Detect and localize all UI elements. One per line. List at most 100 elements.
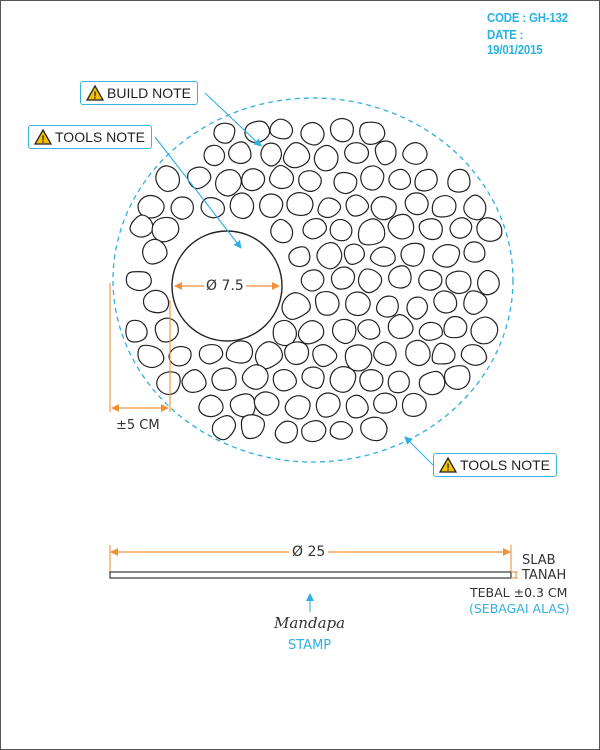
pebble [302, 217, 328, 240]
pebble [343, 243, 366, 265]
pebble [329, 218, 353, 242]
pebble [418, 218, 443, 241]
warning-icon: ! [34, 129, 52, 145]
pebble [181, 369, 207, 394]
pebble [225, 340, 254, 364]
pebble [443, 365, 471, 390]
warning-icon: ! [439, 457, 457, 473]
pebble [359, 369, 384, 392]
svg-text:!: ! [446, 463, 449, 474]
pebble [301, 420, 327, 443]
pebble [388, 168, 412, 191]
pebble [260, 142, 283, 167]
pebble [476, 217, 503, 242]
pebble [449, 217, 473, 239]
pebble [373, 392, 398, 414]
tools-note-top-leader [154, 136, 242, 249]
pebble [229, 192, 255, 220]
slab-diameter-label: Ø 25 [289, 544, 329, 560]
pebble [400, 242, 425, 267]
pebble [404, 192, 429, 216]
pebble [211, 415, 237, 441]
pebble [229, 393, 256, 418]
pebble [460, 344, 488, 366]
pebble [272, 368, 298, 392]
edge-offset-label: ±5 CM [116, 418, 160, 433]
pebble [187, 166, 212, 190]
pebble [344, 142, 370, 164]
pebble [156, 371, 181, 396]
pebble [329, 420, 354, 440]
pebble [447, 168, 471, 193]
pebble [129, 214, 154, 238]
pebble [314, 290, 340, 316]
tools-note-bottom[interactable]: ! TOOLS NOTE [433, 453, 557, 477]
pebble [244, 120, 271, 144]
pebble [331, 318, 357, 345]
build-note-label: BUILD NOTE [107, 85, 192, 101]
pebble [418, 321, 444, 341]
pebble [281, 292, 311, 321]
pebble [155, 165, 181, 193]
pebble [137, 194, 165, 219]
slab-label: SLAB [522, 553, 556, 568]
pebble [476, 269, 500, 296]
pebble [272, 319, 298, 347]
pebble [357, 218, 386, 246]
tools-note-bottom-label: TOOLS NOTE [460, 457, 550, 473]
svg-text:!: ! [93, 91, 96, 102]
pebble [125, 319, 148, 343]
pebble [203, 144, 226, 167]
pebble [282, 142, 311, 169]
pebble [443, 315, 468, 339]
mandapa-logo: Mandapa [274, 614, 346, 632]
pebble [369, 246, 396, 267]
pebble [211, 367, 237, 392]
build-note[interactable]: ! BUILD NOTE [80, 81, 199, 105]
pebble [313, 144, 339, 172]
pebble [297, 320, 325, 345]
pebble [214, 168, 242, 197]
pebble [253, 391, 280, 416]
pebble [301, 366, 325, 389]
pebble [198, 394, 224, 418]
pebble [137, 344, 165, 369]
pebble [316, 242, 343, 270]
pebble [387, 265, 412, 289]
svg-text:!: ! [41, 135, 44, 146]
pebble [228, 141, 252, 165]
thickness-label: TEBAL ±0.3 CM [470, 585, 568, 600]
pebble [418, 269, 443, 291]
code-label: CODE : GH-132 [487, 10, 568, 25]
pebble [284, 395, 311, 420]
pebble [200, 196, 226, 219]
pebble [463, 290, 488, 315]
pebble [288, 246, 311, 268]
pebble [470, 316, 499, 345]
warning-icon: ! [86, 85, 104, 101]
slab-rect [109, 571, 512, 579]
tools-note-top[interactable]: ! TOOLS NOTE [28, 125, 152, 149]
pebble [170, 196, 194, 220]
pebble [333, 171, 358, 195]
pebble [268, 164, 295, 190]
pebble [414, 168, 438, 192]
pebble [405, 339, 431, 367]
pebble [375, 295, 399, 318]
base-note-label: (SEBAGAI ALAS) [469, 601, 570, 616]
stamp-label: STAMP [288, 638, 332, 653]
tools-note-top-label: TOOLS NOTE [55, 129, 145, 145]
pebble [142, 238, 168, 265]
pebble [387, 314, 414, 340]
pebble [259, 193, 284, 219]
pebble [270, 218, 294, 244]
pebble [329, 117, 354, 143]
pebble [168, 345, 192, 367]
pebble [241, 168, 266, 192]
pebble [418, 370, 446, 396]
pebble [330, 266, 356, 290]
pebble [198, 343, 224, 365]
pebble [345, 194, 370, 217]
pebble [433, 290, 458, 314]
pebble [406, 296, 429, 320]
